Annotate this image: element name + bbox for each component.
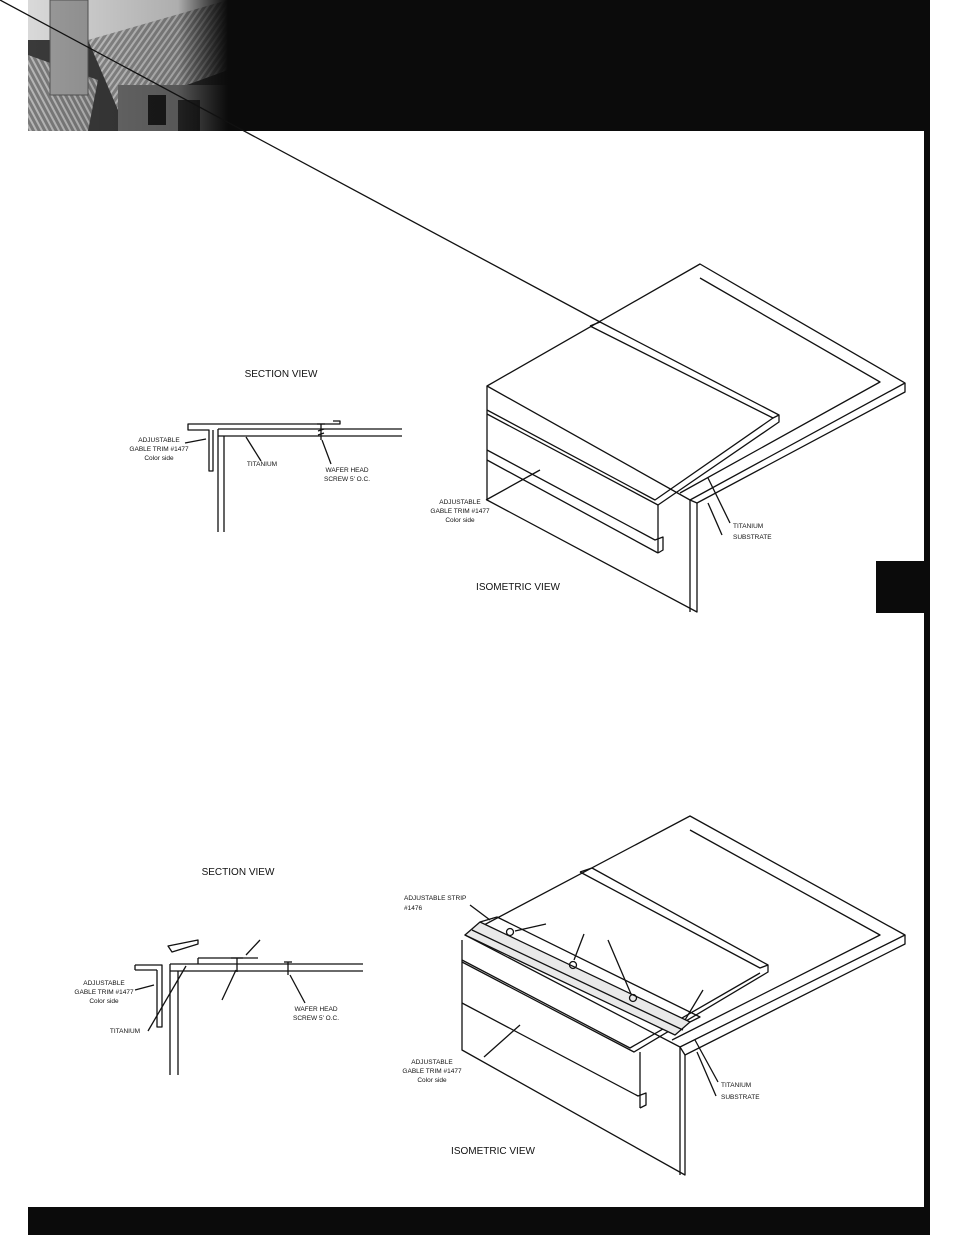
bottom-section-titanium-label: TITANIUM	[110, 1028, 140, 1035]
header-band	[28, 0, 924, 131]
bottom-section-title: SECTION VIEW	[202, 867, 275, 878]
top-section-screw-label-2: SCREW 5' O.C.	[324, 476, 370, 483]
top-iso-titanium-label: TITANIUM	[733, 523, 763, 530]
bottom-iso-substrate-label: SUBSTRATE	[721, 1094, 760, 1101]
top-section-trim-label-1: ADJUSTABLE	[138, 437, 180, 444]
bottom-iso-title: ISOMETRIC VIEW	[451, 1146, 535, 1157]
bottom-section-trim-label-2: GABLE TRIM #1477	[74, 989, 134, 996]
top-section-view	[184, 420, 402, 532]
top-isometric-view	[0, 0, 906, 613]
bottom-section-screw-label-2: SCREW 5' O.C.	[293, 1015, 339, 1022]
bottom-iso-strip-label-2: #1476	[404, 905, 422, 912]
top-iso-trim-label-1: ADJUSTABLE	[439, 499, 481, 506]
bottom-iso-trim-label-1: ADJUSTABLE	[411, 1059, 453, 1066]
bottom-section-view	[134, 939, 363, 1075]
section-tab-marker	[876, 561, 924, 613]
bottom-section-screw-label-1: WAFER HEAD	[294, 1006, 337, 1013]
bottom-section-trim-label-1: ADJUSTABLE	[83, 980, 125, 987]
footer-band	[28, 1207, 924, 1235]
bottom-iso-titanium-label: TITANIUM	[721, 1082, 751, 1089]
top-iso-title: ISOMETRIC VIEW	[476, 582, 560, 593]
bottom-iso-trim-label-2: GABLE TRIM #1477	[402, 1068, 462, 1075]
bottom-iso-trim-label-3: Color side	[417, 1077, 447, 1084]
bottom-isometric-view	[461, 815, 906, 1176]
top-section-trim-label-2: GABLE TRIM #1477	[129, 446, 189, 453]
top-iso-trim-label-2: GABLE TRIM #1477	[430, 508, 490, 515]
top-section-title: SECTION VIEW	[245, 369, 318, 380]
header-roof-photo	[28, 0, 228, 131]
top-section-titanium-label: TITANIUM	[247, 461, 277, 468]
bottom-section-trim-label-3: Color side	[89, 998, 119, 1005]
top-section-screw-label-1: WAFER HEAD	[325, 467, 368, 474]
bottom-iso-strip-label-1: ADJUSTABLE STRIP	[404, 895, 466, 902]
top-iso-trim-label-3: Color side	[445, 517, 475, 524]
top-section-trim-label-3: Color side	[144, 455, 174, 462]
right-edge-rule	[924, 0, 930, 1235]
top-iso-substrate-label: SUBSTRATE	[733, 534, 772, 541]
